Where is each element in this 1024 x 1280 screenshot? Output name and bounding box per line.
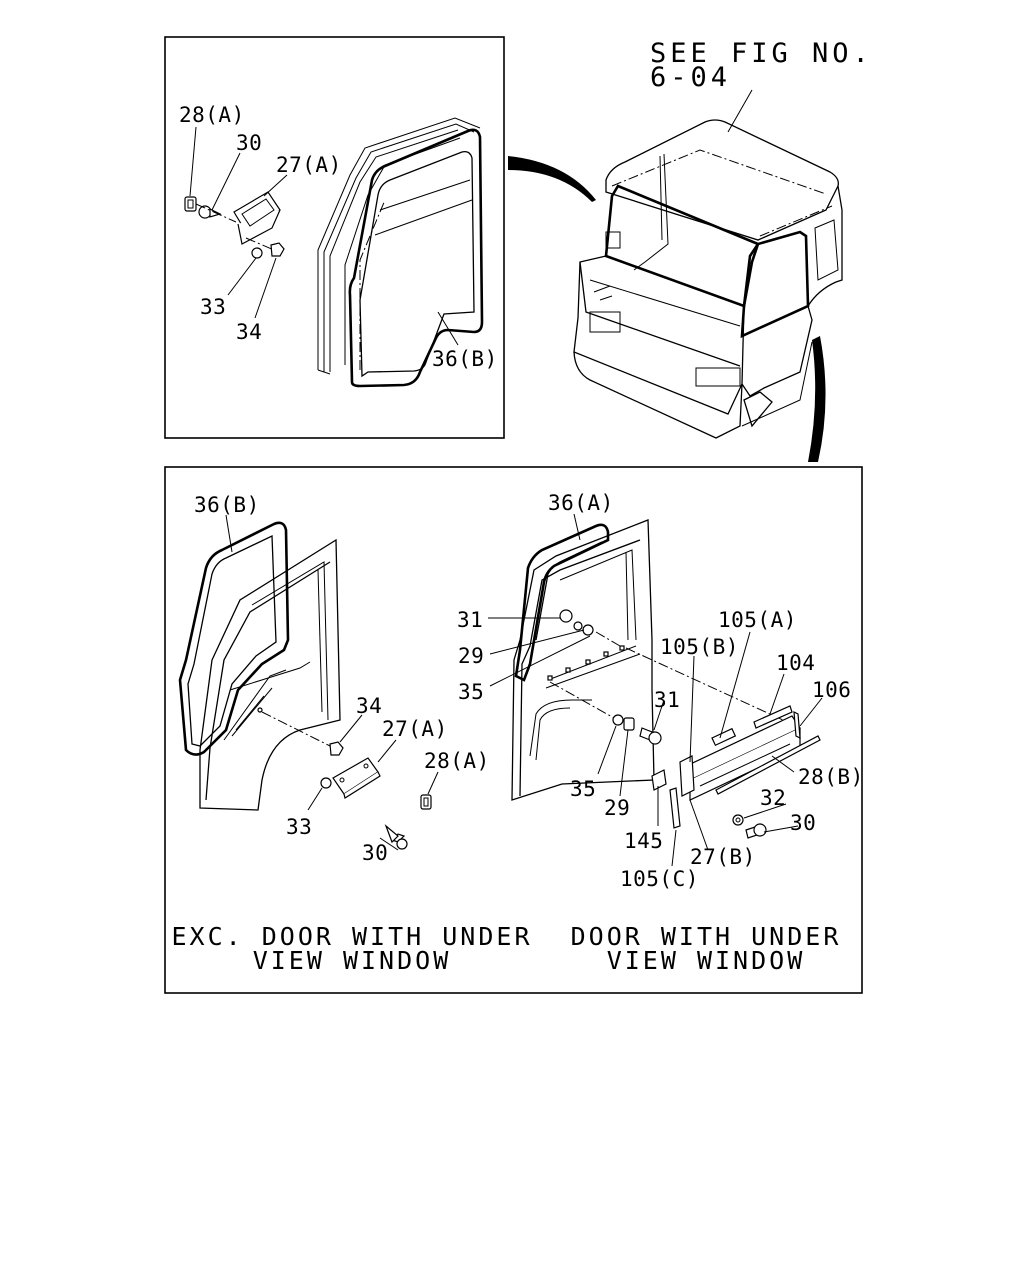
right-nut-29-lower bbox=[623, 717, 635, 731]
connector-arrows bbox=[508, 156, 826, 462]
left-label-33: 33 bbox=[286, 815, 312, 839]
right-nut-29-upper bbox=[582, 624, 594, 636]
inset-screw-30 bbox=[198, 205, 222, 219]
right-label-105b: 105(B) bbox=[660, 635, 739, 659]
caption-left-line-2: VIEW WINDOW bbox=[253, 946, 452, 975]
left-label-34: 34 bbox=[356, 694, 382, 718]
door-with-under-window: 36(A) 31 29 35 105(A) 105(B) 104 106 31 … bbox=[457, 491, 864, 891]
reference-line-2: 6-04 bbox=[650, 62, 731, 93]
inset-seal-36b bbox=[348, 128, 484, 388]
left-seal-36b bbox=[178, 521, 290, 756]
right-label-29-lower: 29 bbox=[604, 796, 630, 820]
inset-nut-34 bbox=[270, 242, 285, 257]
right-label-30: 30 bbox=[790, 811, 816, 835]
left-label-30: 30 bbox=[362, 841, 388, 865]
right-garnish-assembly bbox=[651, 705, 821, 839]
right-label-28b: 28(B) bbox=[798, 765, 864, 789]
left-cover-27a bbox=[332, 757, 381, 799]
right-label-29-upper: 29 bbox=[458, 644, 484, 668]
right-label-145: 145 bbox=[624, 829, 663, 853]
inset-cover-27a bbox=[233, 191, 281, 245]
right-clip-35 bbox=[612, 714, 624, 726]
detail-frame bbox=[164, 466, 863, 994]
left-nut-34 bbox=[329, 741, 344, 756]
inset-door-frame bbox=[317, 117, 481, 375]
right-label-27b: 27(B) bbox=[690, 845, 756, 869]
right-seal-36a bbox=[514, 523, 610, 682]
captions: EXC. DOOR WITH UNDER VIEW WINDOW DOOR WI… bbox=[171, 922, 842, 975]
right-label-104: 104 bbox=[776, 651, 815, 675]
right-label-36a: 36(A) bbox=[548, 491, 614, 515]
door-without-under-window: 36(B) 34 27(A) 28(A) 33 30 bbox=[178, 493, 490, 865]
inset-panel: 28(A) 30 27(A) 33 34 36(B) bbox=[164, 36, 505, 439]
caption-left-line-1: EXC. DOOR WITH UNDER bbox=[171, 922, 532, 951]
caption-right-line-1: DOOR WITH UNDER bbox=[571, 922, 842, 951]
left-clip-28a bbox=[420, 794, 432, 810]
right-label-35-upper: 35 bbox=[458, 680, 484, 704]
right-label-35-lower: 35 bbox=[570, 777, 596, 801]
inset-plug-33 bbox=[251, 247, 263, 259]
inset-label-30: 30 bbox=[236, 131, 262, 155]
right-label-106: 106 bbox=[812, 678, 851, 702]
left-screw-30 bbox=[384, 824, 408, 850]
left-label-28a: 28(A) bbox=[424, 749, 490, 773]
left-label-27a: 27(A) bbox=[382, 717, 448, 741]
inset-label-36b: 36(B) bbox=[432, 347, 498, 371]
right-bolt-31-lower bbox=[639, 727, 662, 745]
inset-label-34: 34 bbox=[236, 320, 262, 344]
right-bolt-31-upper bbox=[559, 609, 573, 623]
inset-clip-28a bbox=[184, 196, 197, 212]
right-label-105c: 105(C) bbox=[620, 867, 699, 891]
truck-cab-illustration: SEE FIG NO. 6-04 bbox=[573, 38, 873, 439]
right-label-31-upper: 31 bbox=[457, 608, 483, 632]
reference-line-1: SEE FIG NO. bbox=[650, 38, 873, 69]
left-plug-33 bbox=[320, 777, 332, 789]
right-label-32: 32 bbox=[760, 786, 786, 810]
inset-label-33: 33 bbox=[200, 295, 226, 319]
right-label-31-lower: 31 bbox=[654, 688, 680, 712]
caption-right-line-2: VIEW WINDOW bbox=[607, 946, 806, 975]
inset-frame bbox=[164, 36, 505, 439]
right-label-105a: 105(A) bbox=[718, 608, 797, 632]
inset-label-27a: 27(A) bbox=[276, 153, 342, 177]
inset-label-28a: 28(A) bbox=[179, 103, 245, 127]
left-label-36b: 36(B) bbox=[194, 493, 260, 517]
